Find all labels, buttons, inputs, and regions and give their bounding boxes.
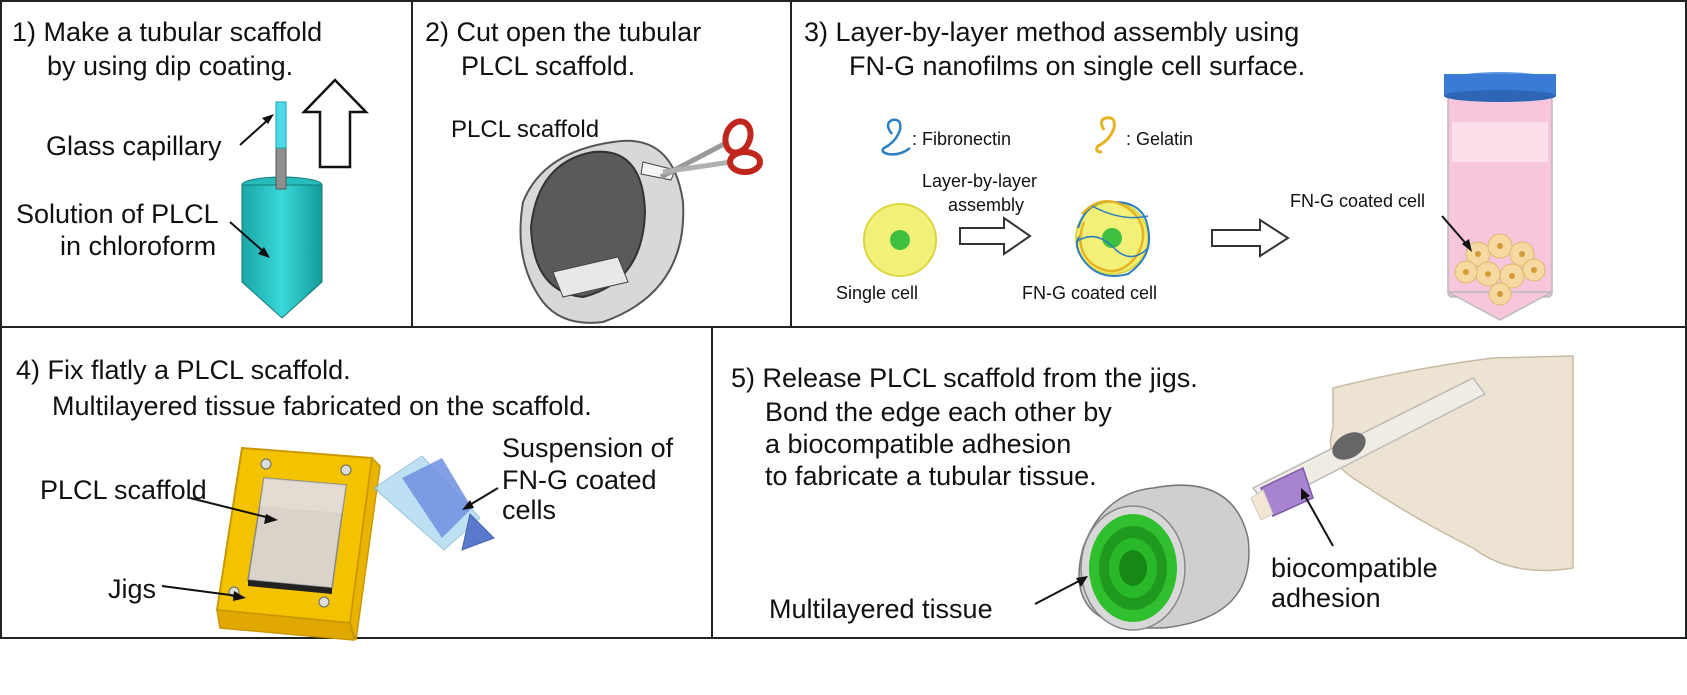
label-lbl-line2: assembly [948, 195, 1025, 215]
jig-frame-icon [215, 446, 381, 641]
scissors-icon [659, 118, 763, 180]
bonding-illustration [1034, 355, 1574, 631]
label-suspension-line1: Suspension of [502, 433, 674, 463]
label-suspension-line2: FN-G coated [502, 465, 657, 495]
up-arrow-icon [301, 78, 369, 169]
lbl-illustration [863, 72, 1556, 321]
dip-coating-illustration [229, 78, 369, 319]
label-multilayered-tissue: Multilayered tissue [769, 594, 993, 624]
label-coated-cell-tube: FN-G coated cell [1290, 191, 1426, 211]
panel-5-title-line1: 5) Release PLCL scaffold from the jigs. [731, 363, 1198, 393]
label-single-cell: Single cell [836, 283, 919, 303]
arrow-right-icon [959, 216, 1032, 256]
label-jigs: Jigs [108, 574, 157, 604]
pipette-tip-icon [373, 455, 495, 551]
label-p4-plcl-scaffold: PLCL scaffold [40, 475, 207, 505]
label-adhesion-line1: biocompatible [1271, 553, 1438, 583]
tissue-tube-icon [1078, 484, 1250, 631]
cell-cluster-icon [1454, 233, 1546, 306]
panel-5-title-line3: a biocompatible adhesion [765, 429, 1072, 459]
panel-1-title-line1: 1) Make a tubular scaffold [12, 17, 323, 47]
jig-illustration [161, 446, 499, 641]
cut-tube-illustration [519, 118, 763, 324]
coated-cell-icon [1075, 200, 1150, 277]
panel-2-title-line1: 2) Cut open the tubular [425, 17, 702, 47]
legend-gelatin: : Gelatin [1126, 129, 1194, 149]
panel-2-title-line2: PLCL scaffold. [461, 51, 636, 81]
label-solution-line1: Solution of PLCL [16, 199, 219, 229]
label-glass-capillary: Glass capillary [46, 131, 222, 161]
label-adhesion-line2: adhesion [1271, 583, 1381, 613]
fibronectin-icon [881, 118, 911, 156]
panel-5-title-line4: to fabricate a tubular tissue. [765, 461, 1097, 491]
label-lbl-line1: Layer-by-layer [922, 171, 1038, 191]
hand-pen-icon [1250, 355, 1574, 572]
panel-5-bond-edge: 5) Release PLCL scaffold from the jigs. … [711, 326, 1687, 639]
panel-4-title-line2: Multilayered tissue fabricated on the sc… [52, 391, 592, 421]
panel-4-fix-scaffold: 4) Fix flatly a PLCL scaffold. Multilaye… [0, 326, 713, 641]
panel-3-title-line1: 3) Layer-by-layer method assembly using [804, 17, 1300, 47]
gelatin-icon [1095, 116, 1116, 154]
panel-3-title-line2: FN-G nanofilms on single cell surface. [849, 51, 1306, 81]
panel-1-title-line2: by using dip coating. [47, 51, 294, 81]
panel-4-title-line1: 4) Fix flatly a PLCL scaffold. [16, 355, 351, 385]
label-suspension-line3: cells [502, 495, 557, 525]
label-coated-cell: FN-G coated cell [1022, 283, 1158, 303]
panel-2-cut-open: 2) Cut open the tubular PLCL scaffold. P… [411, 0, 792, 328]
arrow-right-icon-2 [1211, 218, 1290, 258]
label-plcl-scaffold: PLCL scaffold [451, 116, 600, 143]
panel-5-title-line2: Bond the edge each other by [765, 397, 1112, 427]
legend-fibronectin: : Fibronectin [912, 129, 1012, 149]
panel-1-dip-coating: 1) Make a tubular scaffold by using dip … [0, 0, 413, 328]
label-solution-line2: in chloroform [60, 231, 217, 261]
panel-3-layer-by-layer: 3) Layer-by-layer method assembly using … [790, 0, 1687, 328]
